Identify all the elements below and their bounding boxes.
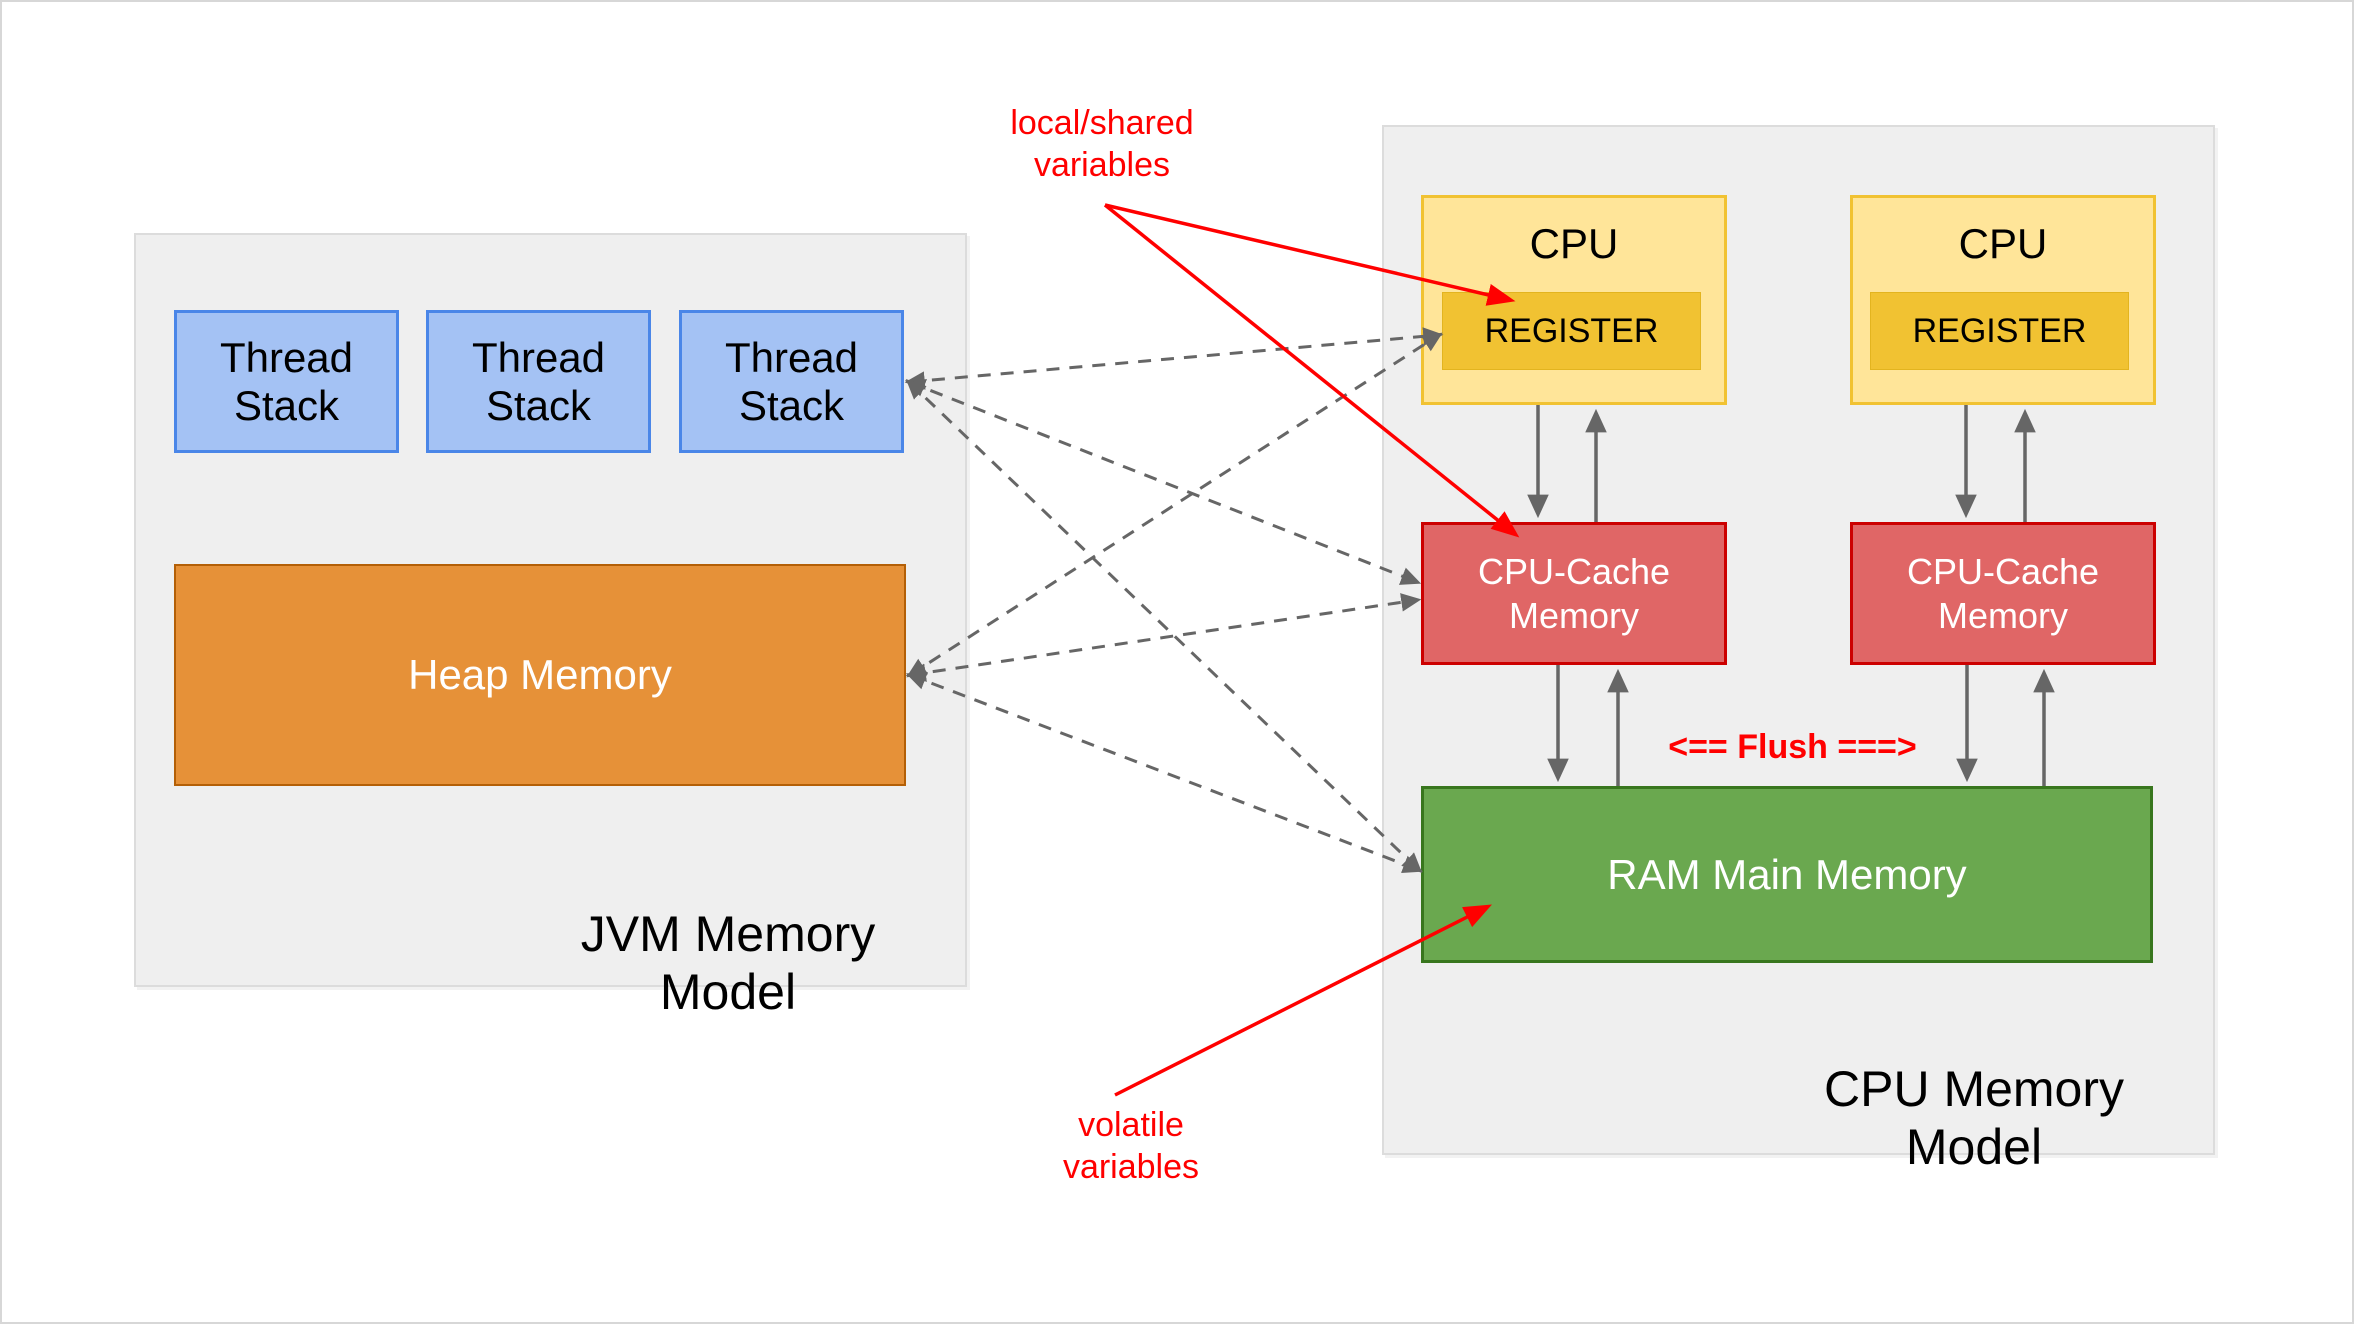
connector-threadstack-cache (904, 379, 1422, 585)
local-shared-line2: variables (1033, 146, 1171, 184)
thread-stack-label: Thread Stack (724, 333, 859, 429)
local-shared-variables-annotation: local/shared variables (977, 102, 1227, 186)
connector-heap-register (906, 332, 1443, 678)
thread-stack-box-1: Thread Stack (174, 310, 399, 453)
cpu-label: CPU (1958, 220, 2048, 267)
jvm-section-title: JVM Memory Model (580, 906, 876, 1020)
register-label: REGISTER (1912, 311, 2087, 350)
register-label: REGISTER (1484, 311, 1659, 350)
heap-memory-box: Heap Memory (174, 564, 906, 786)
cpu-cache-label: CPU-Cache Memory (1906, 550, 2100, 636)
thread-stack-label: Thread Stack (471, 333, 606, 429)
local-shared-line1: local/shared (1010, 104, 1194, 142)
cpu-label: CPU (1529, 220, 1619, 267)
connector-heap-cache (905, 593, 1422, 682)
connector-threadstack-ram (905, 378, 1423, 874)
thread-stack-label: Thread Stack (219, 333, 354, 429)
cpu-section-title: CPU Memory Model (1823, 1061, 2125, 1175)
connector-threadstack-register (904, 327, 1444, 390)
register-box-1: REGISTER (1442, 292, 1701, 370)
connector-heap-ram (905, 672, 1424, 873)
volatile-variables-annotation: volatile variables (1062, 1106, 1200, 1186)
flush-annotation: <== Flush ===> (1668, 728, 1917, 766)
cpu-cache-label: CPU-Cache Memory (1477, 550, 1671, 636)
ram-label: RAM Main Memory (1607, 850, 1967, 898)
cpu-cache-memory-box-2: CPU-Cache Memory (1850, 522, 2156, 665)
register-box-2: REGISTER (1870, 292, 2129, 370)
heap-memory-label: Heap Memory (408, 651, 672, 698)
dashed-connectors (904, 327, 1444, 874)
ram-main-memory-box: RAM Main Memory (1421, 786, 2153, 963)
thread-stack-box-2: Thread Stack (426, 310, 651, 453)
thread-stack-box-3: Thread Stack (679, 310, 904, 453)
cpu-cache-memory-box-1: CPU-Cache Memory (1421, 522, 1727, 665)
